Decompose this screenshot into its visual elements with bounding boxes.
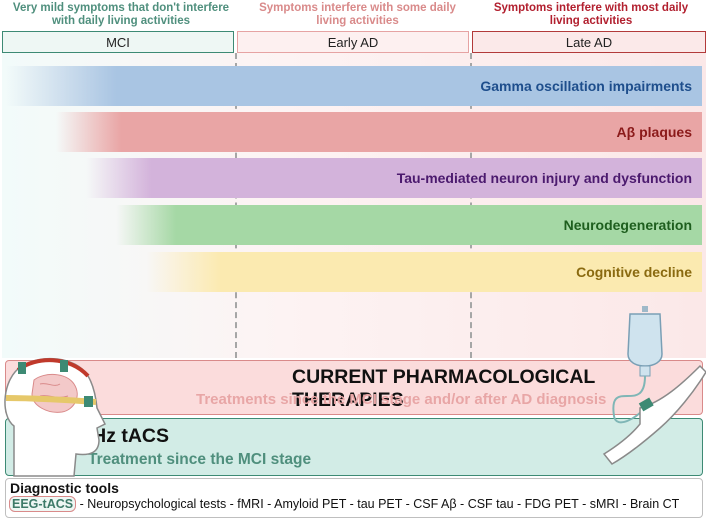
- pharma-therapies-title: CURRENT PHARMACOLOGICAL THERAPIES: [292, 366, 595, 411]
- band-tau: Tau-mediated neuron injury and dysfuncti…: [6, 158, 702, 198]
- diagnostic-tools-list: - Neuropsychological tests - fMRI - Amyl…: [76, 497, 680, 511]
- mci-description: Very mild symptoms that don't interfere …: [12, 2, 230, 27]
- band-gamma: Gamma oscillation impairments: [6, 66, 702, 106]
- diagnostic-tools-box: [5, 478, 703, 518]
- band-cognitive: Cognitive decline: [6, 252, 702, 292]
- early-ad-description: Symptoms interfere with some daily livin…: [259, 2, 456, 27]
- diagnostic-tools-title: Diagnostic tools: [10, 480, 119, 496]
- mci-stage-label: MCI: [106, 34, 130, 50]
- late-ad-stage-label: Late AD: [565, 34, 613, 50]
- tacs-box: [5, 418, 703, 476]
- band-neurodegeneration-label: Neurodegeneration: [563, 217, 692, 233]
- mci-stage-box: MCI: [2, 31, 234, 53]
- band-abeta: Aβ plaques: [6, 112, 702, 152]
- late-ad-stage-box: Late AD: [472, 31, 706, 53]
- band-cognitive-label: Cognitive decline: [576, 264, 692, 280]
- late-ad-description: Symptoms interfere with most daily livin…: [493, 2, 689, 27]
- band-neurodegeneration: Neurodegeneration: [6, 205, 702, 245]
- diagnostic-tools-line: EEG-tACS - Neuropsychological tests - fM…: [9, 496, 680, 512]
- band-abeta-label: Aβ plaques: [616, 124, 692, 140]
- eeg-tacs-tag: EEG-tACS: [9, 496, 77, 512]
- pharma-therapies-box: [5, 360, 703, 415]
- tacs-subtitle: Treatment since the MCI stage: [88, 451, 312, 468]
- iv-drip-arm-icon: [602, 306, 706, 465]
- head-electrodes-icon: [4, 357, 107, 477]
- early-ad-stage-box: Early AD: [237, 31, 469, 53]
- pharma-therapies-subtitle: Treatments since the MCI stage and/or af…: [196, 391, 607, 408]
- band-tau-label: Tau-mediated neuron injury and dysfuncti…: [396, 170, 692, 186]
- early-ad-stage-label: Early AD: [327, 34, 379, 50]
- band-gamma-label: Gamma oscillation impairments: [480, 78, 692, 94]
